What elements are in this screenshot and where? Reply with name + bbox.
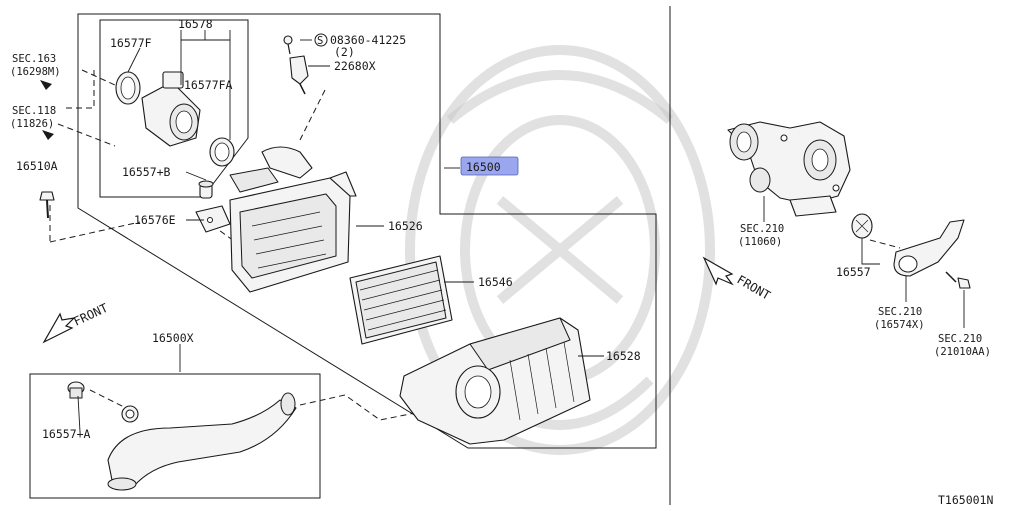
front-label-right: FRONT xyxy=(735,272,773,302)
front-arrow-right xyxy=(702,256,734,286)
label-16500[interactable]: 16500 xyxy=(466,160,501,174)
label-16578: 16578 xyxy=(178,17,213,31)
front-arrow-left xyxy=(42,312,76,344)
label-16576E: 16576E xyxy=(134,213,176,227)
label-16577F: 16577F xyxy=(110,36,152,50)
label-16526: 16526 xyxy=(388,219,423,233)
gasket-16574X xyxy=(893,219,965,277)
screw-symbol: S xyxy=(317,35,323,47)
highlight-16500 xyxy=(460,156,519,176)
sec210a-sub[interactable]: (11060) xyxy=(738,236,782,248)
sensor-group-outline xyxy=(99,19,249,198)
label-22680X: 22680X xyxy=(334,59,376,73)
sec210a-label[interactable]: SEC.210 xyxy=(740,223,784,235)
sec118-arrow-icon xyxy=(42,130,54,140)
screw-symbol-circle xyxy=(314,33,328,47)
thermostat-16557 xyxy=(851,213,873,239)
label-16557: 16557 xyxy=(836,265,871,279)
label-16510A: 16510A xyxy=(16,159,58,173)
sec163-arrow-icon xyxy=(40,80,52,90)
label-16500X: 16500X xyxy=(152,331,194,345)
assembly-outline xyxy=(77,13,657,449)
sensor-22680X xyxy=(289,55,309,95)
thermostat-housing xyxy=(727,121,851,217)
grommet-16557B xyxy=(198,180,214,199)
clamp-16577F xyxy=(115,71,141,105)
leader-lines-right xyxy=(763,196,965,328)
clamp-16577FA xyxy=(209,137,235,167)
dashed-links xyxy=(49,69,431,421)
air-duct-16500X xyxy=(107,392,297,491)
leader-lines-left xyxy=(77,30,604,433)
sec118-sub[interactable]: (11826) xyxy=(10,118,54,130)
sec210b-label[interactable]: SEC.210 xyxy=(878,306,922,318)
sec163-sub[interactable]: (16298M) xyxy=(10,66,61,78)
sec210b-sub[interactable]: (16574X) xyxy=(874,319,925,331)
grommet-16557A xyxy=(67,381,85,399)
bracket-16576E xyxy=(195,205,231,233)
air-filter-16546 xyxy=(349,255,453,345)
label-16577FA: 16577FA xyxy=(184,78,233,92)
sec210c-sub[interactable]: (21010AA) xyxy=(934,346,991,358)
label-08360: 08360-41225 xyxy=(330,33,406,47)
label-16528: 16528 xyxy=(606,349,641,363)
diagram-id: T165001N xyxy=(938,493,993,507)
sec118-label[interactable]: SEC.118 xyxy=(12,105,56,117)
duct-box-outline xyxy=(29,373,321,499)
label-16557B: 16557+B xyxy=(122,165,171,179)
label-08360-qty: (2) xyxy=(334,45,355,59)
screw-08360 xyxy=(283,35,293,55)
bolt-21010AA xyxy=(945,271,971,289)
front-label-left: FRONT xyxy=(71,301,110,329)
air-cleaner-lower-16528 xyxy=(399,317,591,445)
air-cleaner-upper-16526 xyxy=(229,171,357,293)
hose-connector xyxy=(229,146,313,193)
bolt-16510A xyxy=(39,191,55,219)
sec163-label[interactable]: SEC.163 xyxy=(12,53,56,65)
maf-sensor xyxy=(141,71,201,147)
label-16557A: 16557+A xyxy=(42,427,91,441)
label-16546: 16546 xyxy=(478,275,513,289)
sec210c-label[interactable]: SEC.210 xyxy=(938,333,982,345)
